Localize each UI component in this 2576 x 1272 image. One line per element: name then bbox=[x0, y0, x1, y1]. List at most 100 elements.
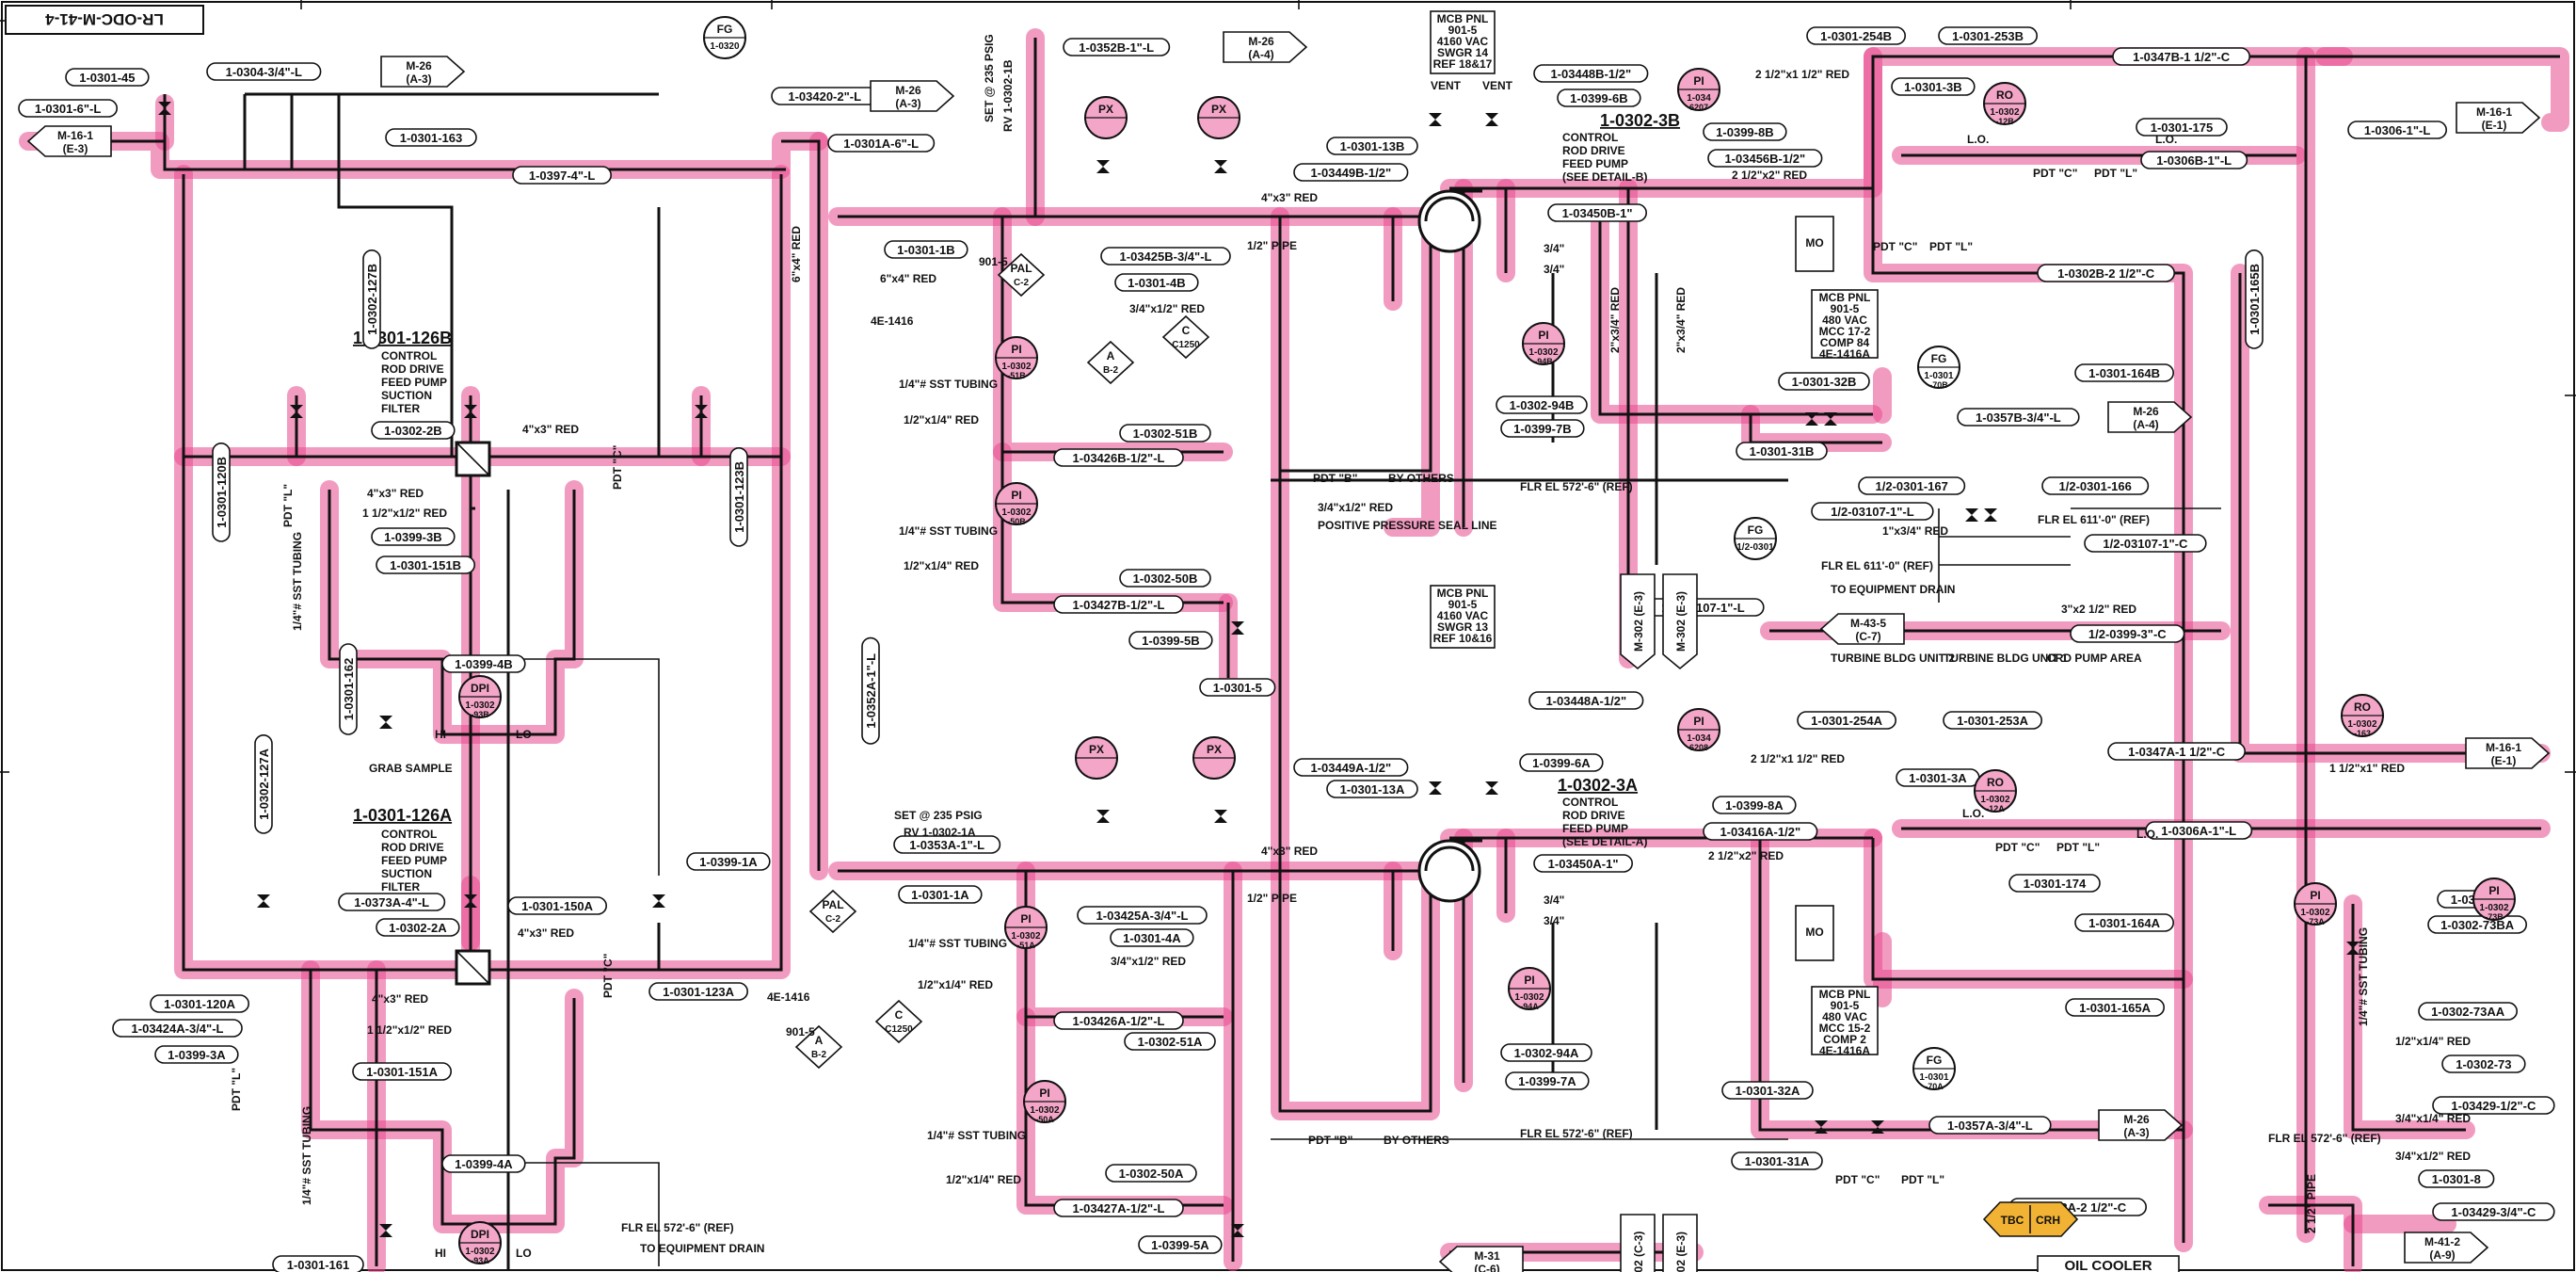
line-tag[interactable]: 1-0347B-1 1/2"-C bbox=[2112, 47, 2250, 66]
line-tag[interactable]: 1-0399-6A bbox=[1519, 753, 1604, 772]
line-tag[interactable]: 1-0353A-1"-L bbox=[893, 835, 1001, 854]
filter-1-0301-126b[interactable] bbox=[455, 441, 491, 477]
line-tag[interactable]: 1-0301-165A bbox=[2065, 998, 2165, 1017]
line-tag[interactable]: 1-0352A-1"-L bbox=[861, 636, 880, 745]
pump-1-0302-3a[interactable] bbox=[1417, 839, 1482, 903]
logic-diamond[interactable]: AB-2 bbox=[794, 1024, 843, 1070]
line-tag[interactable]: 1/2-0399-3"-C bbox=[2070, 624, 2185, 643]
line-tag[interactable]: 1-03448B-1/2" bbox=[1533, 64, 1649, 83]
valve-icon[interactable] bbox=[1965, 508, 1978, 522]
line-tag[interactable]: 1-0301-3B bbox=[1891, 77, 1976, 96]
line-tag[interactable]: 1-0397-4"-L bbox=[512, 166, 612, 185]
line-tag[interactable]: 1-03456B-1/2" bbox=[1707, 149, 1823, 168]
line-tag[interactable]: 1-0301-253B bbox=[1938, 26, 2038, 45]
line-tag[interactable]: 1-0301-5 bbox=[1199, 678, 1276, 697]
filter-1-0301-126a[interactable] bbox=[455, 949, 491, 986]
offsheet-connector[interactable]: M-41-2(A-9) bbox=[2404, 1232, 2489, 1264]
valve-icon[interactable] bbox=[1231, 621, 1244, 635]
line-tag[interactable]: 1/2-0301-166 bbox=[2041, 476, 2150, 495]
line-tag[interactable]: 1/2-0301-167 bbox=[1858, 476, 1966, 495]
offsheet-connector[interactable]: M-26(A-3) bbox=[2098, 1109, 2184, 1141]
line-tag[interactable]: 1-0301-161 bbox=[272, 1255, 364, 1272]
line-tag[interactable]: 1-03429-1/2"-C bbox=[2432, 1096, 2555, 1115]
line-tag[interactable]: 1-0399-7B bbox=[1500, 419, 1585, 438]
line-tag[interactable]: 1-0357A-3/4"-L bbox=[1928, 1116, 2052, 1135]
valve-icon[interactable] bbox=[1805, 412, 1818, 426]
instrument-bubble[interactable]: FG1-0301-70A bbox=[1912, 1047, 1956, 1091]
valve-icon[interactable] bbox=[1214, 810, 1227, 823]
valve-icon[interactable] bbox=[257, 894, 270, 908]
offsheet-connector[interactable]: M-31(C-6) bbox=[1438, 1246, 1524, 1272]
offsheet-connector[interactable]: M-26(A-3) bbox=[870, 80, 955, 112]
line-tag[interactable]: 1-0301-175 bbox=[2136, 118, 2228, 137]
line-tag[interactable]: 1-0301-123A bbox=[648, 982, 748, 1001]
valve-icon[interactable] bbox=[652, 894, 665, 908]
instrument-bubble[interactable]: RO1-0302-12A bbox=[1974, 769, 2017, 813]
line-tag[interactable]: 1-0399-5A bbox=[1138, 1235, 1223, 1254]
line-tag[interactable]: 1-0302-50A bbox=[1105, 1164, 1197, 1183]
line-tag[interactable]: 1-0302-73AA bbox=[2418, 1002, 2518, 1021]
valve-icon[interactable] bbox=[2346, 942, 2360, 955]
instrument-bubble[interactable]: RO1-0302-12B bbox=[1983, 82, 2026, 126]
pump-1-0302-3b[interactable] bbox=[1417, 189, 1482, 253]
line-tag[interactable]: 1-0301-164A bbox=[2074, 913, 2174, 932]
line-tag[interactable]: 1-03426A-1/2"-L bbox=[1053, 1011, 1184, 1030]
valve-icon[interactable] bbox=[1984, 508, 1997, 522]
line-tag[interactable]: 1-0301-163 bbox=[385, 128, 477, 147]
line-tag[interactable]: 1/2-03107-1"-L bbox=[1811, 502, 1934, 521]
line-tag[interactable]: 1-0302-51B bbox=[1119, 424, 1211, 443]
line-tag[interactable]: 1-0306B-1"-L bbox=[2140, 151, 2248, 169]
line-tag[interactable]: 1-0301-254B bbox=[1806, 26, 1906, 45]
line-tag[interactable]: 1-0301-174 bbox=[2008, 874, 2101, 893]
line-tag[interactable]: 1-0304-3/4"-L bbox=[206, 62, 322, 81]
instrument-bubble[interactable]: PI1-0302-50A bbox=[1023, 1080, 1066, 1124]
line-tag[interactable]: 1-03448A-1/2" bbox=[1528, 691, 1644, 710]
line-tag[interactable]: 1-0301-31B bbox=[1736, 442, 1828, 460]
offsheet-connector[interactable]: M-26(A-3) bbox=[380, 56, 466, 88]
instrument-bubble[interactable]: FG1-0320 bbox=[703, 16, 746, 59]
instrument-bubble[interactable]: RO1-0302-163 bbox=[2341, 694, 2384, 738]
line-tag[interactable]: 1-03416A-1/2" bbox=[1703, 822, 1818, 841]
line-tag[interactable]: 1-03427A-1/2"-L bbox=[1053, 1199, 1184, 1217]
valve-icon[interactable] bbox=[1485, 113, 1498, 126]
line-tag[interactable]: 1-03426B-1/2"-L bbox=[1053, 448, 1184, 467]
instrument-bubble[interactable]: PI1-0302-51A bbox=[1004, 906, 1048, 950]
line-tag[interactable]: 1-0301-120B bbox=[212, 443, 231, 542]
line-tag[interactable]: 1-0301-151B bbox=[376, 555, 475, 574]
instrument-bubble[interactable]: PI1-0302-94A bbox=[1508, 967, 1551, 1011]
line-tag[interactable]: 1-0301-1A bbox=[898, 885, 983, 904]
line-tag[interactable]: 1-0399-6B bbox=[1557, 89, 1641, 107]
line-tag[interactable]: 1-0399-5B bbox=[1128, 631, 1213, 650]
line-tag[interactable]: 1-0302-2A bbox=[376, 918, 460, 937]
line-tag[interactable]: 1-0347A-1 1/2"-C bbox=[2107, 742, 2246, 761]
line-tag[interactable]: 1-0306A-1"-L bbox=[2145, 821, 2253, 840]
line-tag[interactable]: 1-0373A-4"-L bbox=[338, 893, 446, 911]
valve-icon[interactable] bbox=[1214, 160, 1227, 173]
line-tag[interactable]: 1-03425B-3/4"-L bbox=[1100, 247, 1231, 266]
line-tag[interactable]: 1-0399-1A bbox=[686, 852, 771, 871]
line-tag[interactable]: 1-0301-13B bbox=[1326, 137, 1418, 155]
instrument-bubble[interactable]: FG1-0301-70B bbox=[1917, 346, 1960, 390]
line-tag[interactable]: 1-0301-253A bbox=[1943, 711, 2042, 730]
instrument-bubble[interactable]: PI1-0302-51B bbox=[995, 336, 1038, 380]
line-tag[interactable]: 1-0352B-1"-L bbox=[1063, 38, 1171, 56]
valve-icon[interactable] bbox=[158, 102, 171, 115]
line-tag[interactable]: 1/2-40107-1"-L bbox=[1641, 598, 1765, 617]
valve-icon[interactable] bbox=[1429, 781, 1442, 795]
valve-icon[interactable] bbox=[1815, 1120, 1828, 1134]
valve-icon[interactable] bbox=[1429, 113, 1442, 126]
instrument-bubble[interactable]: PX bbox=[1192, 736, 1236, 780]
line-tag[interactable]: 1-0301-45 bbox=[65, 68, 150, 87]
line-tag[interactable]: 1-0301-254A bbox=[1797, 711, 1896, 730]
line-tag[interactable]: 1-0301-123B bbox=[729, 447, 748, 547]
valve-icon[interactable] bbox=[379, 1224, 392, 1237]
line-tag[interactable]: 1-0357B-3/4"-L bbox=[1957, 408, 2080, 427]
line-tag[interactable]: 1-0301-3A bbox=[1896, 768, 1980, 787]
line-tag[interactable]: 1-0399-3B bbox=[371, 527, 456, 546]
line-tag[interactable]: 1-0301-13A bbox=[1326, 780, 1418, 798]
instrument-bubble[interactable]: PX bbox=[1197, 96, 1240, 139]
instrument-bubble[interactable]: PI1-0302-94B bbox=[1522, 322, 1565, 366]
